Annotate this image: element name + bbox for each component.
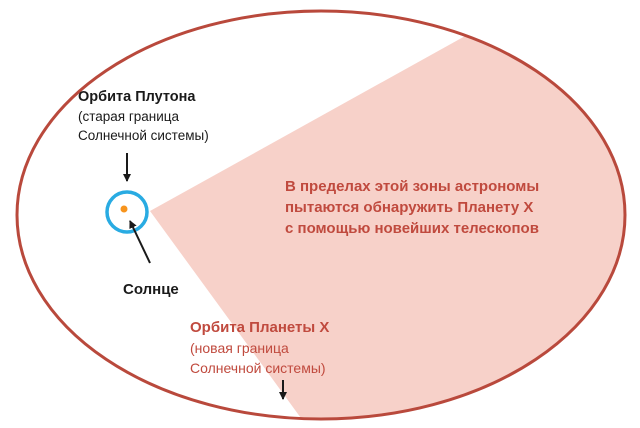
pluto-orbit-label-title: Орбита Плутона — [78, 89, 196, 105]
search-zone-annotation: В пределах этой зоны астрономы пытаются … — [285, 176, 539, 239]
sun-label: Солнце — [123, 281, 179, 298]
planet-x-orbit-ellipse — [15, 9, 627, 421]
pluto-orbit-label: Орбита Плутона (старая граница Солнечной… — [78, 88, 209, 145]
planet-x-orbit-label-sub1: (новая граница — [190, 340, 289, 356]
search-zone-line3: с помощью новейших телескопов — [285, 220, 539, 237]
search-zone-line1: В пределах этой зоны астрономы — [285, 178, 540, 195]
sun-dot — [120, 205, 128, 213]
search-zone-line2: пытаются обнаружить Планету X — [285, 199, 534, 216]
planet-x-orbit-label-title: Орбита Планеты X — [190, 319, 330, 336]
pluto-orbit-label-sub1: (старая граница — [78, 109, 180, 124]
pluto-orbit-circle — [105, 190, 149, 234]
planet-x-search-zone-wedge — [150, 11, 625, 419]
pluto-orbit-label-sub2: Солнечной системы) — [78, 128, 209, 143]
planet-x-orbit-label-sub2: Солнечной системы) — [190, 360, 326, 376]
planet-x-orbit-label: Орбита Планеты X (новая граница Солнечно… — [190, 318, 329, 378]
sun-label-arrow — [129, 220, 151, 264]
